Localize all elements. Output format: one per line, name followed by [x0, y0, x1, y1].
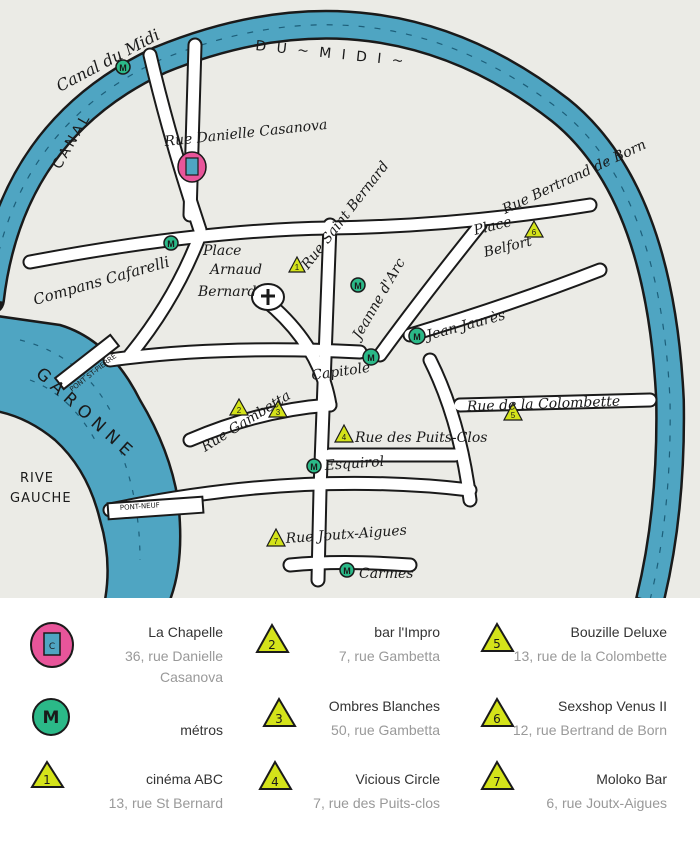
legend-item-moloko-bar: 7 Moloko Bar 6, rue Joutx-Aigues: [480, 760, 667, 820]
legend-sexshop-venus-addr: 12, rue Bertrand de Born: [512, 722, 667, 738]
svg-text:2: 2: [268, 638, 276, 652]
legend-item-bar-impro: 2 bar l'Impro 7, rue Gambetta: [255, 623, 440, 673]
venue-5-map: 5: [503, 401, 523, 421]
legend-cinema-abc-name: cinéma ABC: [145, 771, 223, 787]
map: M M M M M M M 1 2 3 4 5 6 7 Canal du Mid…: [0, 0, 700, 598]
label-rive-gauche-1: RIVE: [20, 471, 54, 486]
triangle-6-icon: 6: [480, 697, 515, 727]
legend-ombres-blanches-addr: 50, rue Gambetta: [331, 722, 440, 738]
legend-bouzille-deluxe-name: Bouzille Deluxe: [570, 624, 668, 640]
triangle-7-icon: 7: [480, 760, 515, 790]
venue-1-map: 1: [288, 255, 306, 273]
label-pont-neuf: PONT-NEUF: [120, 501, 160, 512]
label-rue-joutx-aigues: Rue Joutx-Aigues: [284, 523, 407, 547]
triangle-3-icon: 3: [262, 697, 297, 727]
svg-text:1: 1: [43, 773, 51, 787]
triangle-2-icon: 2: [255, 623, 290, 653]
metro-icon-carmes: M: [339, 562, 355, 578]
legend-la-chapelle-addr2: Casanova: [159, 669, 223, 685]
svg-text:1: 1: [295, 263, 300, 272]
legend-la-chapelle-addr1: 36, rue Danielle: [124, 648, 223, 664]
svg-text:3: 3: [275, 712, 283, 726]
metro-icon-canal: M: [115, 59, 131, 75]
triangle-4-icon: 4: [258, 760, 293, 790]
venue-6-map: 6: [523, 219, 545, 238]
venue-7-map: 7: [266, 527, 286, 547]
legend-item-la-chapelle: C La Chapelle 36, rue Danielle Casanova: [28, 620, 223, 690]
venue-2-map: 2: [228, 397, 250, 416]
label-rue-saint-bernard: Rue Saint Bernard: [298, 158, 393, 273]
svg-text:M: M: [119, 63, 127, 73]
svg-text:2: 2: [237, 406, 242, 415]
svg-text:5: 5: [511, 411, 516, 420]
svg-text:7: 7: [493, 775, 501, 789]
legend-bar-impro-name: bar l'Impro: [374, 624, 440, 640]
legend-item-cinema-abc: 1 cinéma ABC 13, rue St Bernard: [30, 760, 223, 820]
legend: C La Chapelle 36, rue Danielle Casanova …: [0, 598, 700, 845]
pont-saint-pierre: [53, 333, 121, 391]
legend-bouzille-deluxe-addr: 13, rue de la Colombette: [513, 648, 667, 664]
svg-text:M: M: [354, 281, 362, 291]
metro-icon-jeanne-darc: M: [350, 277, 366, 293]
roads: [22, 37, 658, 588]
label-rue-gambetta: Rue Gambetta: [198, 388, 294, 456]
pont-neuf: [106, 495, 205, 521]
svg-text:M: M: [310, 462, 318, 472]
triangle-5-icon: 5: [480, 622, 515, 652]
label-rue-des-puits-clos: Rue des Puits-Clos: [354, 430, 487, 446]
svg-text:6: 6: [532, 228, 537, 237]
legend-cinema-abc-addr: 13, rue St Bernard: [108, 795, 223, 811]
venue-3-map: 3: [267, 399, 289, 418]
triangle-1-icon: 1: [30, 760, 65, 788]
map-drawing: M M M M M M M 1 2 3 4 5 6 7 Canal du Mid…: [0, 9, 686, 598]
legend-item-sexshop-venus: 6 Sexshop Venus II 12, rue Bertrand de B…: [480, 697, 667, 747]
label-place-arnaud-bernard-2: Arnaud: [208, 262, 262, 278]
legend-sexshop-venus-name: Sexshop Venus II: [558, 698, 667, 714]
svg-text:C: C: [49, 642, 55, 652]
legend-vicious-circle-name: Vicious Circle: [355, 771, 440, 787]
label-rive-gauche-2: GAUCHE: [10, 491, 72, 506]
label-place-arnaud-bernard-1: Place: [202, 243, 241, 259]
svg-text:M: M: [43, 708, 60, 728]
legend-moloko-bar-name: Moloko Bar: [596, 771, 667, 787]
metro-icon-compans: M: [163, 235, 179, 251]
svg-text:M: M: [167, 239, 175, 249]
label-carmes: Carmes: [359, 566, 414, 582]
svg-text:6: 6: [493, 712, 501, 726]
legend-bar-impro-addr: 7, rue Gambetta: [338, 648, 440, 664]
svg-text:4: 4: [342, 433, 347, 442]
legend-ombres-blanches-name: Ombres Blanches: [328, 698, 440, 714]
svg-text:M: M: [367, 353, 375, 363]
svg-text:5: 5: [493, 637, 501, 651]
legend-item-ombres-blanches: 3 Ombres Blanches 50, rue Gambetta: [262, 697, 440, 747]
legend-vicious-circle-addr: 7, rue des Puits-clos: [313, 795, 440, 811]
place-arnaud-bernard-marker: [251, 283, 285, 311]
label-place-belfort-2: Belfort: [481, 233, 534, 261]
svg-text:M: M: [343, 566, 351, 576]
svg-text:3: 3: [276, 408, 281, 417]
metro-icon-esquirol: M: [306, 458, 322, 474]
legend-item-vicious-circle: 4 Vicious Circle 7, rue des Puits-clos: [258, 760, 440, 820]
label-rue-de-la-colombette: Rue de la Colombette: [466, 394, 621, 415]
legend-item-metros: M métros: [30, 698, 223, 743]
legend-la-chapelle-name: La Chapelle: [148, 624, 223, 640]
chapelle-icon: C: [30, 622, 74, 668]
legend-item-bouzille-deluxe: 5 Bouzille Deluxe 13, rue de la Colombet…: [480, 622, 667, 672]
metro-icon-capitole: M: [362, 348, 380, 366]
legend-metros-name: métros: [180, 722, 223, 738]
venue-4-map: 4: [334, 423, 354, 443]
metro-icon: M: [32, 698, 70, 736]
label-place-arnaud-bernard-3: Bernard: [197, 284, 256, 300]
la-chapelle-marker: [177, 151, 207, 183]
metro-markers: M M M M M M M: [115, 59, 426, 578]
legend-moloko-bar-addr: 6, rue Joutx-Aigues: [546, 795, 667, 811]
label-esquirol: Esquirol: [323, 454, 384, 474]
svg-text:7: 7: [274, 537, 279, 546]
svg-text:4: 4: [271, 775, 279, 789]
venue-markers: 1 2 3 4 5 6 7: [228, 219, 545, 547]
svg-text:M: M: [413, 332, 421, 342]
metro-icon-jean-jaures: M: [408, 327, 426, 345]
